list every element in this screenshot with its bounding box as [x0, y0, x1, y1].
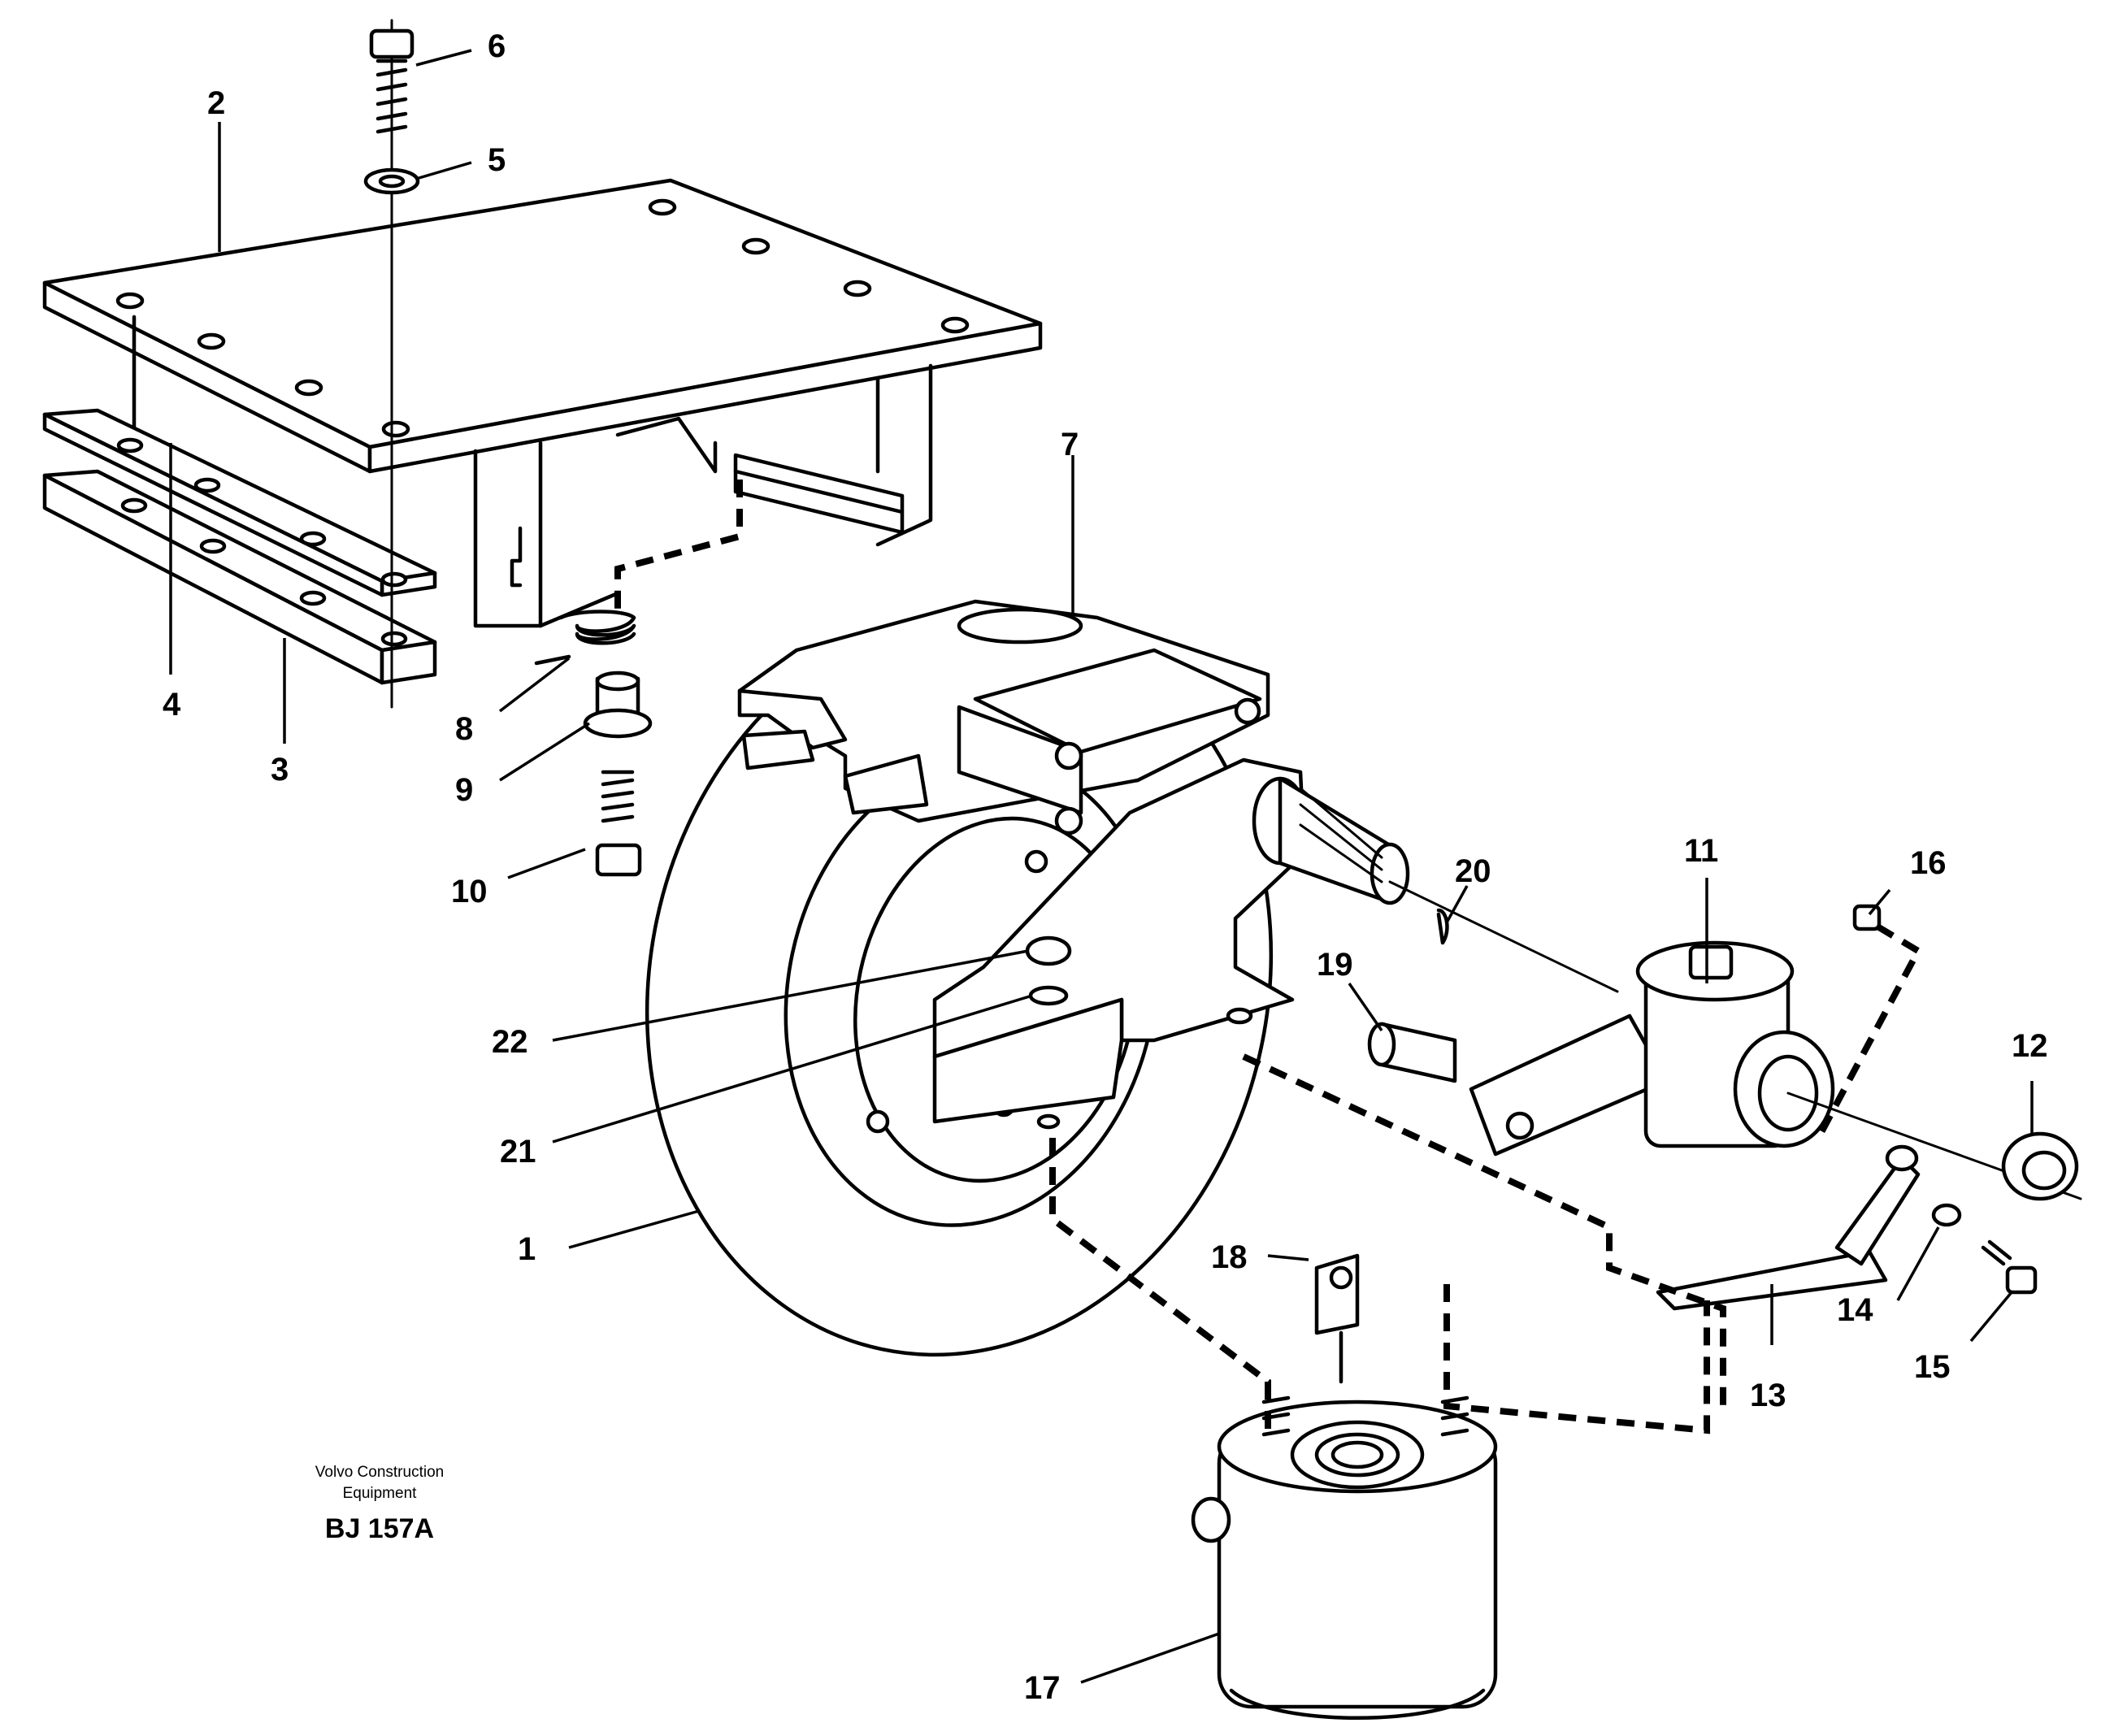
slack-adjuster — [1388, 880, 2082, 1200]
callout-17: 17 — [1024, 1670, 1061, 1706]
callout-8: 8 — [455, 711, 473, 747]
credit-line-2: Equipment — [343, 1485, 418, 1502]
callout-6: 6 — [488, 28, 506, 64]
spring-bushing-bolt — [534, 610, 653, 877]
drawing-code: BJ 157A — [325, 1513, 434, 1544]
callout-12: 12 — [2012, 1028, 2048, 1064]
callout-14: 14 — [1837, 1292, 1873, 1328]
screw-and-washer — [363, 19, 420, 709]
callout-18: 18 — [1211, 1239, 1248, 1275]
callout-21: 21 — [500, 1134, 536, 1170]
leader-lines — [169, 49, 2034, 1684]
washer-and-arm — [1656, 904, 2079, 1311]
callout-13: 13 — [1750, 1378, 1786, 1413]
callout-15: 15 — [1914, 1349, 1951, 1385]
callout-16: 16 — [1910, 845, 1947, 881]
mounting-plate — [42, 178, 1043, 628]
callout-10: 10 — [451, 874, 488, 909]
assembly-lines — [614, 480, 1923, 1439]
brake-caliper — [737, 599, 1270, 835]
brake-chamber — [1191, 1253, 1498, 1720]
callout-7: 7 — [1061, 427, 1079, 462]
callout-11: 11 — [1684, 833, 1718, 869]
credit-line-1: Volvo Construction — [315, 1464, 444, 1481]
callout-5: 5 — [488, 142, 506, 178]
callout-9: 9 — [455, 772, 473, 808]
callout-2: 2 — [207, 85, 225, 121]
callout-22: 22 — [492, 1024, 528, 1060]
callout-labels: 1 2 3 4 5 6 7 8 9 10 11 12 13 14 15 16 1… — [163, 28, 2048, 1706]
shim-bars — [42, 408, 437, 685]
callout-3: 3 — [271, 752, 289, 788]
lever-bracket — [932, 757, 1410, 1130]
callout-20: 20 — [1455, 853, 1491, 889]
callout-19: 19 — [1317, 947, 1353, 983]
clevis-pin — [1367, 908, 1457, 1083]
callout-4: 4 — [163, 687, 181, 723]
callout-1: 1 — [518, 1231, 536, 1267]
credit-block: Volvo Construction Equipment BJ 157A — [315, 1464, 444, 1544]
